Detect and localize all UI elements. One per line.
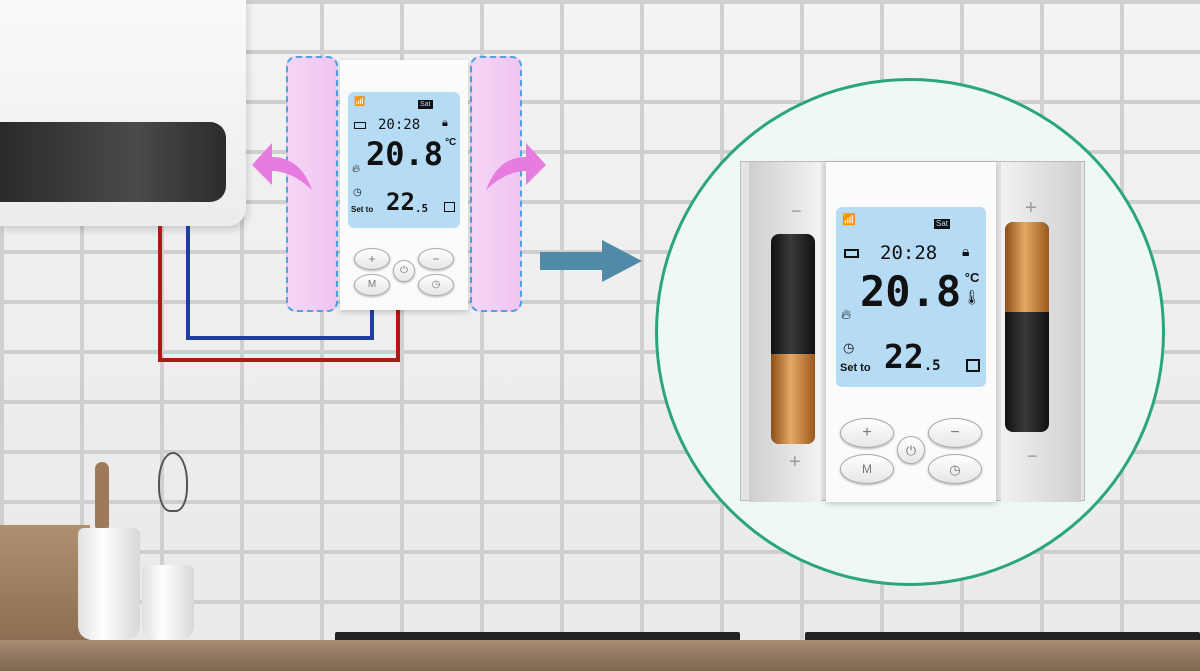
temp-unit: °C [445, 137, 457, 148]
boiler-panel [0, 122, 226, 202]
left-plus-mark: + [789, 451, 801, 473]
setpoint-decimal: .5 [923, 358, 941, 374]
lock-icon: 🔒︎ [962, 243, 970, 259]
mode-label: M [367, 279, 377, 290]
small-lcd: 📶 Sat 20:28 🔒︎ 20.8 °C 🔥︎ ◷ Set to 22 .5 [348, 92, 460, 228]
battery-icon [844, 249, 859, 258]
open-right-arrow-icon [486, 143, 546, 190]
minus-label: − [432, 252, 440, 266]
direction-arrow-icon [540, 240, 642, 282]
open-thermostat: − + + − 📶 Sat 20:28 🔒︎ 20.8 °C 🌡︎ 🔥︎ ◷ S… [740, 161, 1085, 502]
wooden-spoon [95, 462, 109, 532]
utensil-holder-small [142, 565, 194, 640]
plus-button[interactable]: + [354, 248, 390, 270]
timer-button[interactable]: ◷ [418, 274, 454, 296]
clock-icon: ◷ [843, 340, 855, 355]
day-label: Sat [418, 100, 433, 109]
whisk [158, 452, 188, 512]
setpoint-integer: 22 [884, 337, 924, 376]
set-to-label: Set to [840, 362, 871, 374]
minus-label: − [950, 424, 960, 441]
setpoint-decimal: .5 [414, 202, 429, 215]
open-left-arrow-icon [252, 143, 312, 190]
boiler [0, 0, 246, 226]
wooden-board [0, 525, 90, 640]
day-label: Sat [934, 219, 951, 229]
mode-icon [966, 359, 980, 372]
setpoint-row: 22 .5 [386, 190, 428, 214]
timer-button[interactable]: ◷ [928, 454, 982, 484]
right-plus-mark: + [1025, 197, 1037, 219]
set-to-label: Set to [351, 205, 374, 214]
mode-button[interactable]: M [840, 454, 894, 484]
right-cover-panel [470, 56, 522, 312]
flame-icon: 🔥︎ [352, 163, 361, 175]
minus-button[interactable]: − [418, 248, 454, 270]
setpoint-row: 22 .5 [884, 340, 941, 373]
wifi-icon: 📶 [842, 214, 856, 226]
large-lcd: 📶 Sat 20:28 🔒︎ 20.8 °C 🌡︎ 🔥︎ ◷ Set to 22… [836, 207, 986, 387]
battery-icon [354, 122, 366, 129]
mode-icon [444, 202, 455, 212]
thermometer-icon: 🌡︎ [963, 289, 981, 305]
plus-label: + [862, 424, 872, 441]
unit-column: °C [445, 138, 456, 148]
right-battery [1005, 222, 1049, 432]
current-temperature-row: 20.8 °C 🌡︎ [860, 271, 981, 313]
countertop [0, 640, 1200, 671]
stove-grate-left [335, 632, 740, 642]
left-cover-panel [286, 56, 338, 312]
clock-time: 20:28 [880, 242, 938, 264]
right-minus-mark: − [1027, 446, 1038, 466]
lock-icon: 🔒︎ [442, 117, 448, 129]
stove-grate-right [805, 632, 1200, 642]
unit-column: °C 🌡︎ [963, 271, 981, 304]
plus-label: + [368, 252, 376, 266]
wifi-icon: 📶 [354, 96, 366, 106]
zoom-detail-circle: − + + − 📶 Sat 20:28 🔒︎ 20.8 °C 🌡︎ 🔥︎ ◷ S… [655, 78, 1165, 586]
thermostat-face: 📶 Sat 20:28 🔒︎ 20.8 °C 🌡︎ 🔥︎ ◷ Set to 22… [826, 162, 996, 502]
current-temperature: 20.8 [860, 267, 962, 316]
power-button[interactable]: ⏻ [393, 260, 415, 282]
setpoint-integer: 22 [386, 188, 415, 216]
left-battery [771, 234, 815, 444]
clock-time: 20:28 [378, 117, 421, 133]
temp-unit: °C [964, 270, 980, 285]
flame-icon: 🔥︎ [841, 306, 852, 322]
utensil-holder-large [78, 528, 140, 640]
current-temperature: 20.8 [366, 135, 444, 173]
left-minus-mark: − [791, 201, 802, 221]
mode-button[interactable]: M [354, 274, 390, 296]
clock-icon: ◷ [353, 187, 362, 198]
plus-button[interactable]: + [840, 418, 894, 448]
power-button[interactable]: ⏻ [897, 436, 925, 464]
minus-button[interactable]: − [928, 418, 982, 448]
current-temperature-row: 20.8 °C [366, 135, 456, 173]
mode-label: M [862, 462, 872, 476]
small-thermostat: 📶 Sat 20:28 🔒︎ 20.8 °C 🔥︎ ◷ Set to 22 .5… [340, 60, 468, 310]
